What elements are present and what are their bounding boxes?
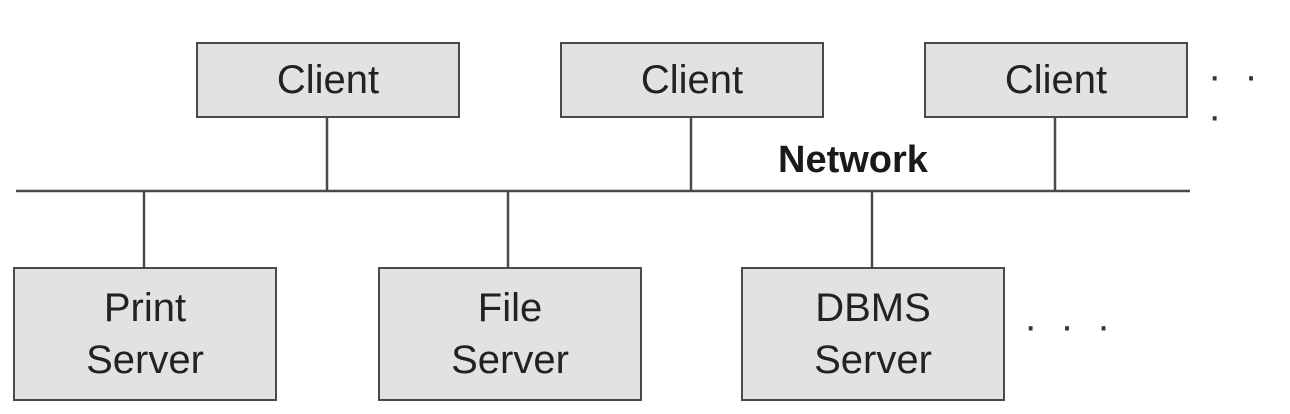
client-box-2: Client bbox=[560, 42, 824, 118]
server-ellipsis: · · · bbox=[1024, 304, 1117, 348]
dbms-server-box: DBMS Server bbox=[741, 267, 1005, 401]
client-box-3: Client bbox=[924, 42, 1188, 118]
client-label: Client bbox=[1004, 58, 1108, 102]
print-server-label: Print Server bbox=[86, 286, 204, 382]
network-label: Network bbox=[778, 139, 928, 181]
file-server-box: File Server bbox=[378, 267, 642, 401]
file-server-label: File Server bbox=[451, 286, 569, 382]
dbms-server-label: DBMS Server bbox=[814, 286, 932, 382]
client-ellipsis: · · · bbox=[1208, 54, 1264, 138]
print-server-box: Print Server bbox=[13, 267, 277, 401]
client-label: Client bbox=[276, 58, 380, 102]
client-box-1: Client bbox=[196, 42, 460, 118]
client-label: Client bbox=[640, 58, 744, 102]
